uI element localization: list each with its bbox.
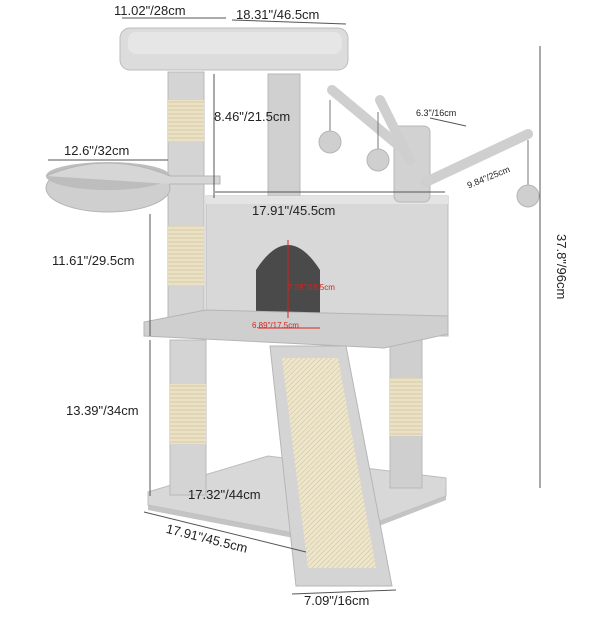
label-middle-post-height: 11.61"/29.5cm — [52, 253, 135, 268]
post-left-tall — [167, 71, 205, 325]
hanging-basket — [45, 162, 221, 213]
label-top-perch-width: 18.31"/46.5cm — [236, 7, 320, 22]
post-back-right — [389, 337, 423, 489]
label-condo-width: 17.91"/45.5cm — [252, 203, 336, 218]
label-base-depth: 17.32"/44cm — [188, 487, 261, 502]
label-entrance-height: 7.28"/18.5cm — [288, 283, 335, 292]
scratching-ramp — [269, 345, 393, 587]
post-upper-center — [267, 73, 301, 201]
label-entrance-width: 6.89"/17.5cm — [252, 321, 299, 330]
dimension-lines-red — [258, 240, 320, 329]
label-lower-post-height: 13.39"/34cm — [66, 403, 139, 418]
top-perch — [119, 27, 349, 71]
toy-post — [318, 85, 540, 208]
label-top-perch-depth: 11.02"/28cm — [114, 3, 186, 18]
middle-platform — [143, 309, 449, 349]
label-ramp-width: 7.09"/16cm — [304, 593, 370, 608]
label-basket-width: 12.6"/32cm — [64, 143, 130, 158]
label-upper-post-height: 8.46"/21.5cm — [214, 109, 291, 124]
post-front-left — [169, 339, 207, 496]
dimension-lines — [48, 17, 541, 595]
label-total-height: 37.8"/96cm — [554, 234, 569, 300]
label-toy-arm-short: 6.3"/16cm — [416, 108, 457, 118]
